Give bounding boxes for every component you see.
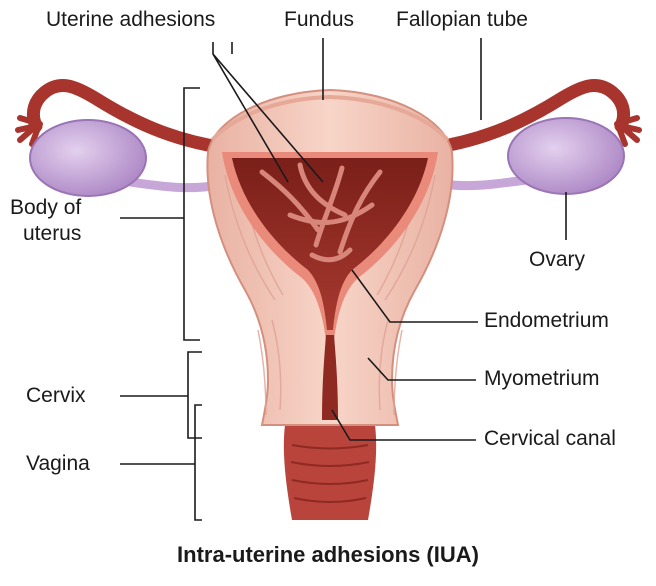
left-ovary <box>30 120 146 196</box>
bracket-vagina <box>120 405 202 520</box>
label-cervix: Cervix <box>26 384 86 408</box>
label-fundus: Fundus <box>284 8 354 32</box>
label-myometrium: Myometrium <box>484 367 600 391</box>
figure-caption: Intra-uterine adhesions (IUA) <box>0 542 656 568</box>
right-ovary <box>508 118 624 194</box>
label-body-of-uterus-line2: uterus <box>23 222 81 246</box>
bracket-cervix <box>120 352 202 438</box>
label-uterine-adhesions: Uterine adhesions <box>46 8 215 32</box>
left-ovarian-ligament <box>130 182 212 188</box>
right-ovarian-ligament <box>444 180 526 186</box>
label-body-of-uterus-line1: Body of <box>10 196 81 220</box>
label-ovary: Ovary <box>529 248 585 272</box>
label-cervical-canal: Cervical canal <box>484 427 616 451</box>
right-fimbriae <box>617 118 639 144</box>
label-endometrium: Endometrium <box>484 309 609 333</box>
label-vagina: Vagina <box>26 452 90 476</box>
label-fallopian-tube: Fallopian tube <box>396 8 528 32</box>
